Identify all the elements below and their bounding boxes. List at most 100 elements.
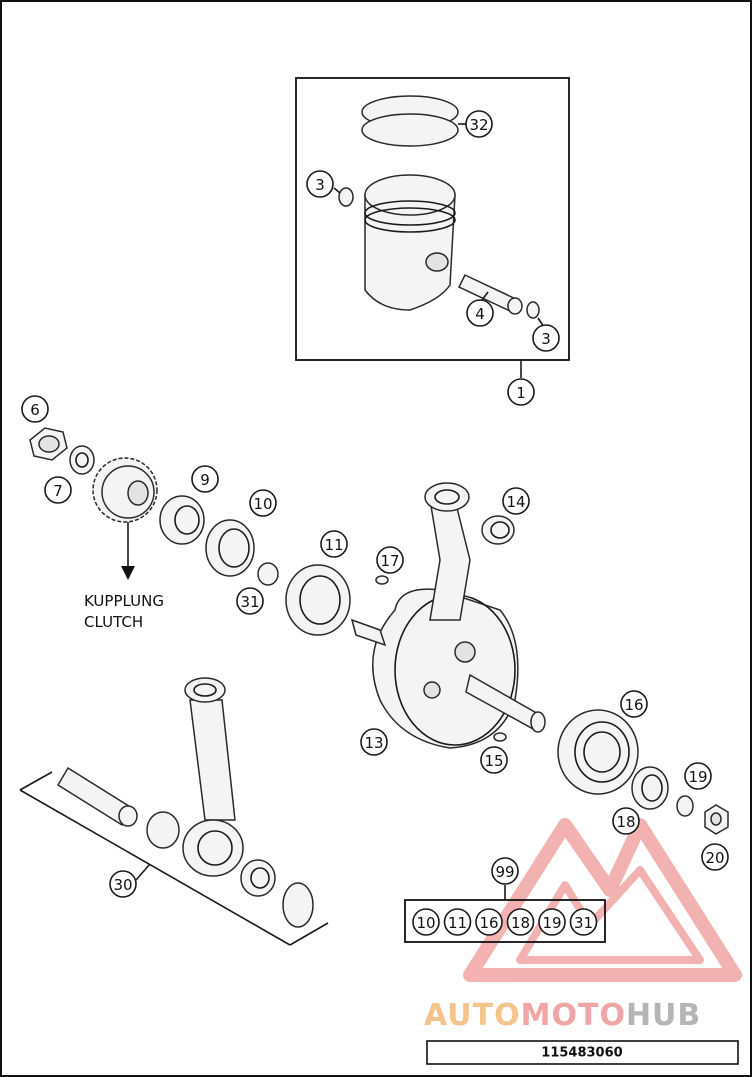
callout-3a: 3 xyxy=(306,170,334,198)
kit-callout-31: 31 xyxy=(569,908,598,936)
callout-13: 13 xyxy=(360,728,388,756)
kit-callout-19-label: 19 xyxy=(542,914,561,932)
kit-callout-16-label: 16 xyxy=(479,914,498,932)
callout-6-label: 6 xyxy=(30,401,40,419)
spacer xyxy=(159,495,205,545)
callout-18: 18 xyxy=(612,807,640,835)
callout-3b-label: 3 xyxy=(541,330,551,348)
callout-15: 15 xyxy=(480,746,508,774)
callout-3a-circle xyxy=(306,170,334,198)
callout-3b-circle xyxy=(532,324,560,352)
callout-4: 4 xyxy=(466,299,494,327)
kit-callout-19: 19 xyxy=(538,908,566,936)
watermark-text-auto: AUTO xyxy=(424,998,521,1033)
watermark-text-moto: MOTO xyxy=(521,998,626,1033)
callout-99: 99 xyxy=(491,857,519,885)
callout-11-circle xyxy=(320,530,348,558)
callout-16-circle xyxy=(620,690,648,718)
callout-18-circle xyxy=(612,807,640,835)
callout-19-circle xyxy=(684,762,712,790)
callout-32-label: 32 xyxy=(469,116,488,134)
callout-14: 14 xyxy=(502,487,530,515)
o-ring xyxy=(257,562,279,586)
kit-99-box xyxy=(404,885,606,943)
callout-15-label: 15 xyxy=(484,752,503,770)
washer-19 xyxy=(676,795,694,817)
callout-17: 17 xyxy=(376,546,404,574)
woodruff-key-15 xyxy=(493,732,507,742)
main-bearing-right xyxy=(557,709,639,795)
callout-10-label: 10 xyxy=(253,495,272,513)
kit-callout-18-label: 18 xyxy=(511,914,530,932)
callout-20-circle xyxy=(701,843,729,871)
callout-9-circle xyxy=(191,465,219,493)
watermark-text: AUTOMOTOHUB xyxy=(424,998,701,1033)
callout-99-label: 99 xyxy=(495,863,514,881)
callout-7-circle xyxy=(44,476,72,504)
callout-18-label: 18 xyxy=(616,813,635,831)
callout-11-label: 11 xyxy=(324,536,343,554)
callout-16: 16 xyxy=(620,690,648,718)
callout-7: 7 xyxy=(44,476,72,504)
callout-20: 20 xyxy=(701,843,729,871)
callout-30-label: 30 xyxy=(113,876,132,894)
callout-19-label: 19 xyxy=(688,768,707,786)
callout-7-label: 7 xyxy=(53,482,63,500)
callout-31-circle xyxy=(236,587,264,615)
piston-assembly-box xyxy=(295,77,570,378)
shaft-seal xyxy=(205,519,255,577)
kit-callout-10-label: 10 xyxy=(416,914,435,932)
callout-6: 6 xyxy=(21,395,49,423)
nut-20 xyxy=(704,804,729,835)
callout-4-label: 4 xyxy=(475,305,485,323)
callout-1-label: 1 xyxy=(516,384,526,402)
nut-and-washer xyxy=(29,427,95,475)
callout-32-circle xyxy=(465,110,493,138)
callout-1: 1 xyxy=(507,378,535,406)
callout-19: 19 xyxy=(684,762,712,790)
clutch-label-en: CLUTCH xyxy=(84,613,143,631)
main-bearing-left xyxy=(285,564,351,636)
watermark-logo xyxy=(463,818,742,982)
watermark-text-hub: HUB xyxy=(626,998,701,1033)
kit-callout-19-circle xyxy=(538,908,566,936)
callout-17-label: 17 xyxy=(380,552,399,570)
woodruff-key-17 xyxy=(375,575,389,585)
callout-6-circle xyxy=(21,395,49,423)
callout-99-circle xyxy=(491,857,519,885)
kit-callout-11-circle xyxy=(443,908,472,936)
needle-bearing xyxy=(481,515,515,545)
callout-14-circle xyxy=(502,487,530,515)
crankshaft xyxy=(350,482,546,749)
conrod-kit xyxy=(19,677,329,946)
kit-callout-10: 10 xyxy=(412,908,440,936)
callout-3a-label: 3 xyxy=(315,176,325,194)
kit-callout-16-circle xyxy=(475,908,503,936)
callout-30: 30 xyxy=(109,870,137,898)
callout-31: 31 xyxy=(236,587,264,615)
callout-15-circle xyxy=(480,746,508,774)
kit-callout-31-circle xyxy=(569,908,598,936)
kit-callout-18: 18 xyxy=(506,908,535,936)
primary-gear xyxy=(92,457,158,580)
callout-17-circle xyxy=(376,546,404,574)
callout-9: 9 xyxy=(191,465,219,493)
callout-31-label: 31 xyxy=(240,593,259,611)
kit-callout-10-circle xyxy=(412,908,440,936)
callout-16-label: 16 xyxy=(624,696,643,714)
callout-10-circle xyxy=(249,489,277,517)
callout-11: 11 xyxy=(320,530,348,558)
kit-callout-16: 16 xyxy=(475,908,503,936)
kit-callout-31-label: 31 xyxy=(574,914,593,932)
callout-1-circle xyxy=(507,378,535,406)
part-number: 115483060 xyxy=(541,1046,622,1061)
callout-4-circle xyxy=(466,299,494,327)
callout-13-circle xyxy=(360,728,388,756)
callout-9-label: 9 xyxy=(200,471,210,489)
kit-callout-18-circle xyxy=(506,908,535,936)
callout-13-label: 13 xyxy=(364,734,383,752)
callout-20-label: 20 xyxy=(705,849,724,867)
